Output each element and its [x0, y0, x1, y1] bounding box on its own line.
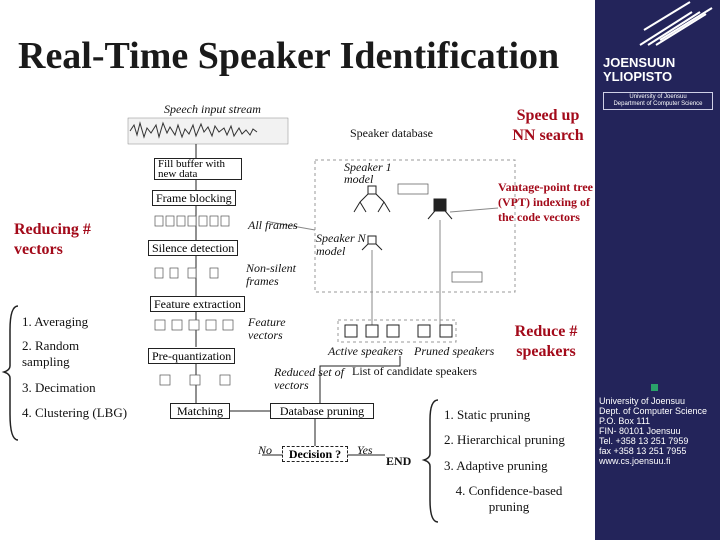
reduction-method-item: 4. Clustering (LBG): [22, 405, 128, 420]
all-frames-label: All frames: [248, 218, 298, 232]
department-badge: University of Joensuu Department of Comp…: [603, 92, 713, 110]
frame-blocking-box: Frame blocking: [152, 190, 236, 206]
reduction-method-item: 3. Decimation: [22, 380, 96, 395]
department-badge-line-2: Department of Computer Science: [613, 101, 703, 107]
silence-detection-box: Silence detection: [148, 240, 239, 256]
contact-info: University of Joensuu Dept. of Computer …: [599, 396, 707, 466]
pruning-method-item: 3. Adaptive pruning: [444, 458, 548, 473]
vpt-label: Vantage-point tree (VPT) indexing of the…: [498, 180, 593, 224]
contact-line: FIN- 80101 Joensuu: [599, 426, 681, 436]
contact-line: Dept. of Computer Science: [599, 406, 708, 416]
pruning-method-item: 1. Static pruning: [444, 407, 531, 422]
contact-line: P.O. Box 111: [599, 416, 651, 426]
non-silent-label: Non-silent frames: [246, 261, 296, 288]
end-label: END: [386, 454, 412, 468]
reducing-vectors-label: Reducing # vectors: [14, 221, 91, 258]
pruning-method-item: 2. Hierarchical pruning: [444, 432, 565, 447]
database-pruning-box: Database pruning: [270, 403, 374, 419]
waveform-icon: [127, 117, 289, 145]
contact-line: fax +358 13 251 7955: [599, 446, 687, 456]
fill-buffer-box: Fill buffer with new data: [154, 158, 242, 180]
speaker-1-label: Speaker 1 model: [344, 160, 392, 186]
decision-box: Decision ?: [282, 446, 348, 462]
reduce-speakers-label: Reduce # speakers: [514, 323, 578, 360]
candidate-list-label: List of candidate speakers: [352, 364, 477, 378]
matching-box: Matching: [170, 403, 230, 419]
speaker-database-label: Speaker database: [350, 126, 433, 140]
reduced-set-label: Reduced set of vectors: [274, 365, 344, 392]
university-logo-text: JOENSUUN YLIOPISTO: [603, 56, 675, 84]
slide-title: Real-Time Speaker Identification: [18, 35, 560, 77]
pruned-speakers-label: Pruned speakers: [414, 344, 495, 358]
pipeline-diagram: [1, 117, 516, 523]
reduction-method-item: 2. Random sampling: [22, 338, 80, 369]
brand-line-2: YLIOPISTO: [603, 69, 673, 84]
department-badge-line-1: University of Joensuu: [629, 94, 687, 100]
green-marker: [651, 384, 658, 391]
yes-label: Yes: [357, 443, 373, 457]
reduction-method-item: 1. Averaging: [22, 314, 89, 329]
speed-up-label: Speed up NN search: [512, 107, 584, 144]
speaker-n-label: Speaker N model: [316, 231, 366, 258]
brand-line-1: JOENSUUN: [603, 55, 676, 70]
pre-quantization-box: Pre-quantization: [148, 348, 236, 364]
pruning-method-item: 4. Confidence-based pruning: [455, 483, 563, 514]
feature-extraction-box: Feature extraction: [150, 296, 245, 312]
university-sidebar: [595, 0, 720, 540]
contact-line: www.cs.joensuu.fi: [599, 456, 671, 466]
active-speakers-label: Active speakers: [328, 344, 403, 358]
speech-input-label: Speech input stream: [164, 102, 261, 116]
feature-vectors-label: Feature vectors: [248, 315, 286, 342]
contact-line: University of Joensuu: [599, 396, 686, 406]
contact-line: Tel. +358 13 251 7959: [599, 436, 689, 446]
no-label: No: [258, 443, 273, 457]
